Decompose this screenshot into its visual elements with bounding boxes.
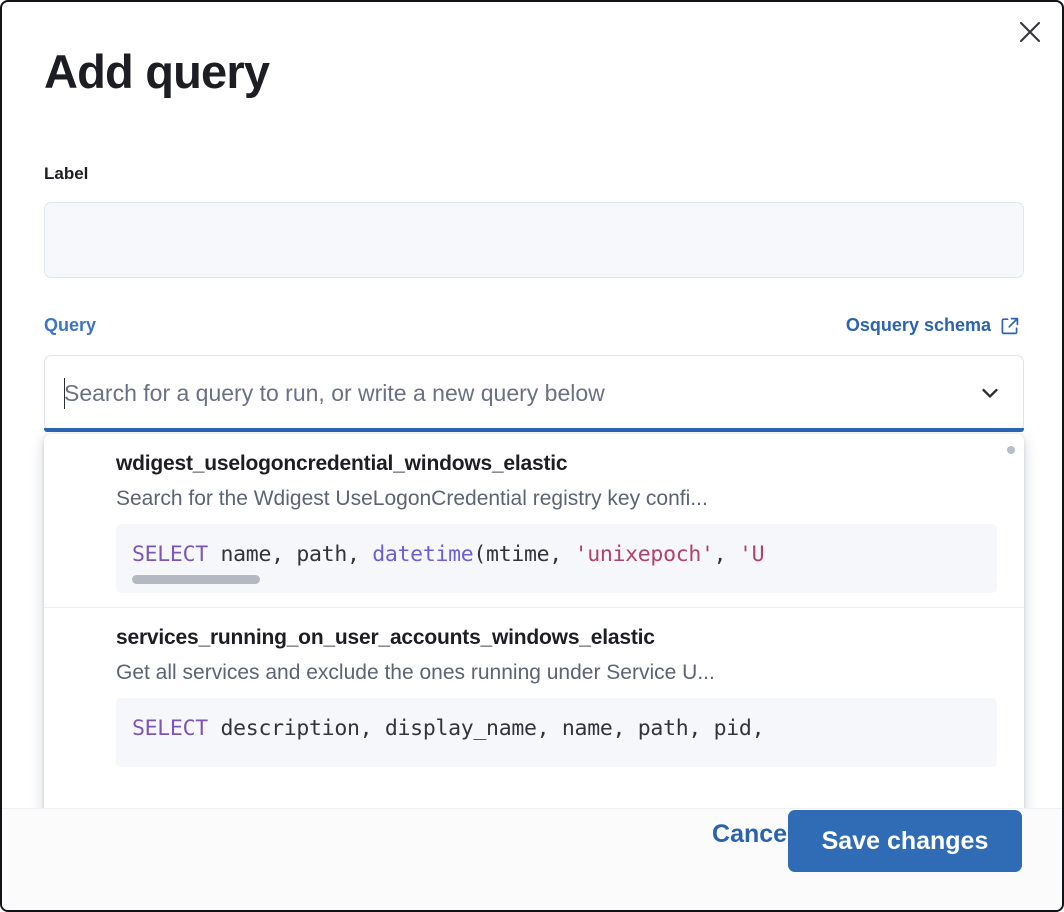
query-suggestions-dropdown: wdigest_uselogoncredential_windows_elast…	[44, 434, 1024, 832]
cancel-button[interactable]: Cancel	[702, 814, 804, 855]
close-icon[interactable]	[1012, 14, 1048, 50]
close-icon-glyph	[1019, 21, 1041, 43]
query-combobox[interactable]	[44, 355, 1024, 431]
query-suggestions-list: wdigest_uselogoncredential_windows_elast…	[44, 434, 1024, 832]
osquery-schema-link-label: Osquery schema	[845, 315, 991, 335]
chevron-down-icon[interactable]	[975, 378, 1005, 408]
list-item[interactable]: services_running_on_user_accounts_window…	[44, 607, 1024, 781]
external-link-icon	[1001, 317, 1019, 334]
option-code-block: SELECT name, path, datetime(mtime, 'unix…	[116, 524, 997, 593]
option-description: Search for the Wdigest UseLogonCredentia…	[116, 487, 708, 510]
option-title: wdigest_uselogoncredential_windows_elast…	[116, 452, 568, 475]
combobox-focus-underline	[44, 428, 1024, 432]
save-changes-button[interactable]: Save changes	[788, 810, 1022, 872]
label-input[interactable]	[44, 202, 1024, 278]
osquery-schema-link[interactable]: Osquery schema	[846, 315, 1020, 336]
dropdown-scrollbar-thumb[interactable]	[1007, 446, 1015, 454]
list-item[interactable]: wdigest_uselogoncredential_windows_elast…	[44, 434, 1024, 607]
chevron-down-icon-glyph	[982, 388, 998, 398]
text-cursor	[64, 378, 65, 409]
option-description: Get all services and exclude the ones ru…	[116, 661, 715, 684]
sql-code: SELECT name, path, datetime(mtime, 'unix…	[132, 542, 765, 567]
code-horizontal-scrollbar[interactable]	[132, 575, 260, 584]
query-combobox-input-wrap	[64, 356, 975, 430]
option-title: services_running_on_user_accounts_window…	[116, 626, 655, 649]
page-title: Add query	[44, 45, 270, 98]
query-field-label[interactable]: Query	[44, 315, 97, 335]
label-field-label: Label	[44, 164, 89, 183]
option-code-block: SELECT description, display_name, name, …	[116, 698, 997, 767]
query-search-input[interactable]	[64, 379, 975, 407]
sql-code: SELECT description, display_name, name, …	[132, 716, 765, 741]
